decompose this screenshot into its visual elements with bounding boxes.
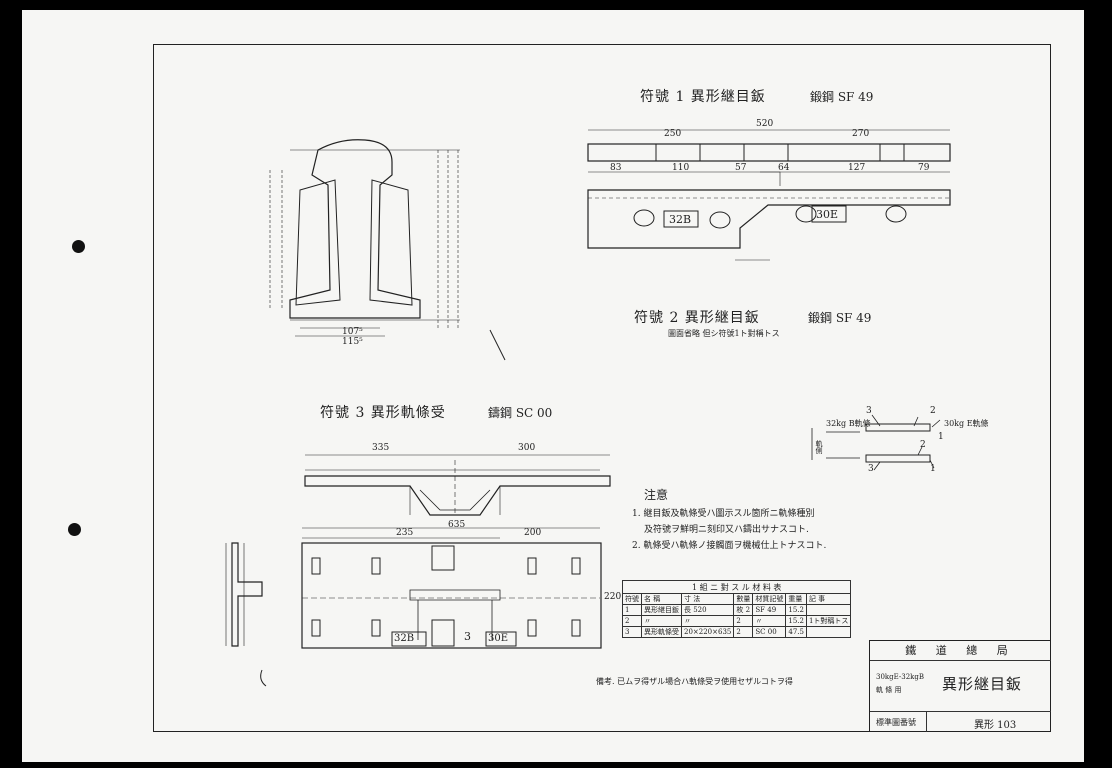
title-block-name: 異形継目鈑 — [942, 675, 1023, 693]
dim-hole-6: 79 — [918, 163, 930, 173]
dim-plate-right: 270 — [852, 129, 870, 139]
table-cell: SF 49 — [752, 604, 787, 616]
material-table-caption: 1 組 ニ 對 ス ル 材 料 表 — [621, 580, 852, 594]
table-header: 記 事 — [805, 593, 852, 605]
dim-chair-total: 635 — [448, 520, 466, 530]
chair-mark-right: 30E — [488, 633, 509, 644]
rail-right-label: 30kg E軌條 — [944, 419, 989, 428]
dim-hole-3: 57 — [735, 163, 747, 173]
table-header: 材質記號 — [752, 593, 787, 605]
table-cell — [805, 626, 852, 638]
table-cell: 2 — [733, 626, 754, 638]
table-cell: 1 — [622, 604, 642, 616]
table-cell — [805, 604, 852, 616]
title-block: 鐵 道 總 局 30kgE-32kgB 軌 條 用 異形継目鈑 標準圖番號 異形… — [869, 640, 1051, 732]
part-number-3-top: 3 — [866, 406, 872, 416]
title-block-number: 標準圖番號 異形 103 — [870, 712, 1051, 732]
table-cell: 20×220×635 — [680, 626, 735, 638]
table-cell: 3 — [622, 626, 642, 638]
dim-chair-mid-left: 235 — [396, 528, 414, 538]
dim-plate-left: 250 — [664, 129, 682, 139]
part-number-3-bottom: 3 — [868, 464, 874, 474]
table-cell: 〃 — [752, 615, 787, 627]
table-cell: 異形軌條受 — [641, 626, 682, 638]
title-block-sub1: 30kgE-32kgB — [876, 673, 925, 681]
table-cell: 枚 2 — [733, 604, 754, 616]
part-number-2-bottom: 2 — [920, 440, 926, 450]
table-cell: 2 — [622, 615, 642, 627]
table-header: 數量 — [733, 593, 754, 605]
note-line-1: 1. 継目鈑及軌條受ハ圖示スル箇所ニ軌條種別 — [632, 509, 815, 519]
punch-hole-bottom — [68, 523, 81, 536]
dim-chair-left: 335 — [372, 443, 390, 453]
rail-left-label: 32kg B軌條 — [826, 419, 871, 428]
table-cell: 異形継目鈑 — [641, 604, 682, 616]
material-table: 1 組 ニ 對 ス ル 材 料 表 符號 名 稱 寸 法 數量 材質記號 重量 … — [621, 580, 852, 638]
chair-mark-mid: 3 — [464, 630, 471, 643]
notes-heading: 注意 — [644, 488, 669, 502]
table-cell: 15.2 — [785, 615, 807, 627]
title-block-sub2: 軌 條 用 — [876, 686, 902, 694]
fig1-title: 符號 1 異形継目鈑 — [640, 89, 766, 105]
std-number: 異形 103 — [974, 720, 1017, 731]
plate-mark-left: 32B — [669, 213, 692, 226]
table-cell: 長 520 — [680, 604, 735, 616]
punch-hole-top — [72, 240, 85, 253]
fig2-material: 鍛鋼 SF 49 — [808, 311, 872, 325]
chair-mark-left: 32B — [394, 633, 415, 644]
std-label: 標準圖番號 — [876, 718, 916, 727]
plate-mark-right: 30E — [816, 208, 839, 221]
table-row: 2 〃 〃 2 〃 15.2 1ト對稱トス — [622, 615, 852, 627]
fig1-material: 鍛鋼 SF 49 — [810, 90, 874, 104]
drawing-sheet — [22, 10, 1084, 762]
dim-hole-2: 110 — [672, 163, 690, 173]
table-cell: 2 — [733, 615, 754, 627]
dim-chair-width: 220 — [604, 592, 622, 602]
remark: 備考. 已ムヲ得ザル場合ハ軌條受ヲ使用セザルコトヲ得 — [596, 677, 793, 686]
dim-chair-mid-right: 200 — [524, 528, 542, 538]
dim-hole-1: 83 — [610, 163, 622, 173]
dim-hole-5: 127 — [848, 163, 866, 173]
title-block-org: 鐵 道 總 局 — [870, 641, 1051, 661]
rail-side-label: 軌側 — [815, 440, 823, 454]
fig3-material: 鑄鋼 SC 00 — [488, 406, 553, 420]
drawing-frame — [153, 44, 1051, 732]
note-line-2: 2. 軌條受ハ軌條ノ接觸面ヲ機械仕上トナスコト. — [632, 541, 827, 551]
part-number-1-top: 1 — [938, 432, 944, 442]
table-cell: 〃 — [641, 615, 682, 627]
table-cell: 15.2 — [785, 604, 807, 616]
title-block-main: 30kgE-32kgB 軌 條 用 異形継目鈑 — [870, 661, 1051, 712]
dim-chair-right: 300 — [518, 443, 536, 453]
table-header: 寸 法 — [680, 593, 735, 605]
table-row: 3 異形軌條受 20×220×635 2 SC 00 47.5 — [622, 626, 852, 638]
part-number-2-top: 2 — [930, 406, 936, 416]
note-line-1b: 及符號ヲ鮮明ニ刻印又ハ鑄出サナスコト. — [644, 525, 809, 535]
table-row: 1 異形継目鈑 長 520 枚 2 SF 49 15.2 — [622, 604, 852, 616]
table-cell: 47.5 — [785, 626, 807, 638]
fig2-note: 圖面省略 但シ符號1ト對稱トス — [668, 329, 780, 338]
fig3-title: 符號 3 異形軌條受 — [320, 405, 446, 421]
dim-plate-total: 520 — [756, 119, 774, 129]
table-cell: 〃 — [680, 615, 735, 627]
dim-section-w1: 107⁵ — [342, 327, 363, 337]
table-header: 重量 — [785, 593, 807, 605]
table-header: 符號 — [622, 593, 642, 605]
dim-section-w2: 115⁵ — [342, 337, 363, 347]
table-cell: 1ト對稱トス — [805, 615, 852, 627]
part-number-1-bottom: 1 — [930, 464, 936, 474]
dim-hole-4: 64 — [778, 163, 790, 173]
table-cell: SC 00 — [752, 626, 787, 638]
fig2-title: 符號 2 異形継目鈑 — [634, 310, 760, 326]
table-header: 名 稱 — [641, 593, 682, 605]
